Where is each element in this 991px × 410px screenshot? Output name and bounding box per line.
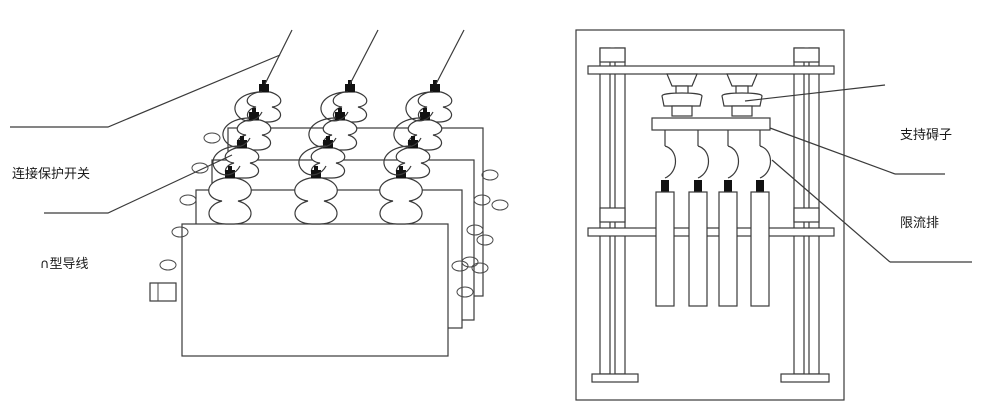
mounting-lugs-left xyxy=(159,132,221,271)
support-insulators xyxy=(661,73,763,117)
top-leader-lines xyxy=(10,29,465,128)
label-support-insulator: 支持碍子 xyxy=(900,128,953,143)
current-limiting-bar xyxy=(750,130,772,307)
current-limiting-bars xyxy=(655,130,772,307)
housing-front xyxy=(181,223,449,357)
busbar xyxy=(651,117,771,131)
capacitor-assembly xyxy=(10,29,509,357)
leader-line-u-conductor xyxy=(44,154,233,214)
leader-line-busbar xyxy=(769,127,896,175)
label-u-conductor: ∩型导线 xyxy=(40,257,89,272)
current-limiting-bar xyxy=(655,130,677,307)
label-current-limiting-bar: 限流排 xyxy=(900,216,940,231)
leader-line-support-insulator xyxy=(744,84,886,102)
mounting-lugs-right xyxy=(451,169,509,298)
u-conductor-loops xyxy=(212,91,434,176)
label-connection-switch: 连接保护开关 xyxy=(12,167,91,182)
bushing-array xyxy=(208,80,453,225)
current-limiting-bar xyxy=(718,130,740,307)
leader-line-limiting-bar xyxy=(771,159,891,263)
ground-terminal-box xyxy=(149,282,177,302)
current-limiting-bar xyxy=(688,130,710,307)
switchgear-frame xyxy=(575,29,972,401)
